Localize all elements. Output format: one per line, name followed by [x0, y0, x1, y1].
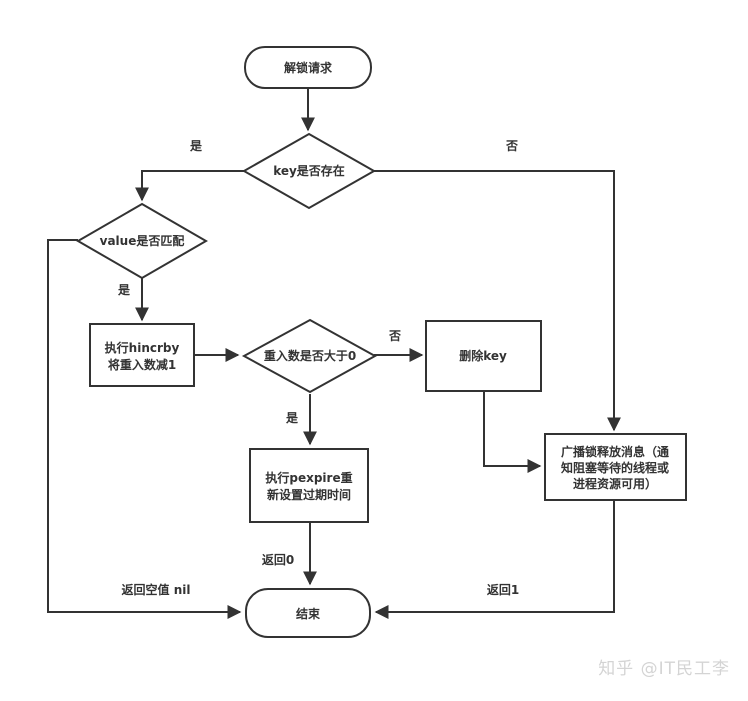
node-pexpire-text-1: 执行pexpire重: [265, 470, 352, 485]
label-key-exists-yes: 是: [189, 139, 203, 153]
edge-key-exists-no: [374, 170, 621, 432]
edge-broadcast-to-end: [374, 500, 615, 619]
node-start: 解锁请求: [244, 46, 372, 89]
node-end-text: 结束: [296, 606, 321, 621]
node-hincrby-text-2: 将重入数减1: [108, 357, 176, 372]
label-pexpire-to-end: 返回0: [262, 552, 294, 567]
node-reentry-gt0-text: 重入数是否大于0: [264, 348, 356, 363]
node-key-exists-text: key是否存在: [273, 163, 345, 178]
node-value-match-text: value是否匹配: [100, 233, 185, 248]
node-broadcast-text-3: 进程资源可用）: [573, 476, 657, 491]
label-reentry-no: 否: [388, 329, 401, 343]
node-pexpire: 执行pexpire重 新设置过期时间: [249, 448, 369, 523]
node-reentry-gt0: 重入数是否大于0: [241, 318, 378, 394]
label-broadcast-to-end: 返回1: [487, 582, 519, 597]
node-broadcast: 广播锁释放消息（通 知阻塞等待的线程或 进程资源可用）: [544, 433, 687, 501]
edges: [47, 88, 621, 619]
node-start-text: 解锁请求: [284, 60, 333, 75]
node-delete-key: 删除key: [425, 320, 542, 392]
node-broadcast-text-1: 广播锁释放消息（通: [561, 444, 669, 459]
edge-labels: 是 否 是 返回空值 nil 否 是 返回0 返回1: [117, 139, 519, 597]
watermark: 知乎 @IT民工李: [598, 659, 730, 679]
node-key-exists: key是否存在: [241, 132, 377, 210]
node-hincrby-text-1: 执行hincrby: [105, 340, 180, 355]
node-pexpire-text-2: 新设置过期时间: [267, 487, 351, 502]
edge-key-exists-yes: [135, 170, 244, 202]
node-hincrby: 执行hincrby 将重入数减1: [89, 323, 195, 387]
node-value-match: value是否匹配: [76, 202, 208, 280]
edge-delete-to-broadcast: [483, 390, 542, 473]
edge-value-match-no: [47, 239, 242, 619]
node-delete-key-text: 删除key: [459, 348, 507, 363]
label-value-match-no: 返回空值 nil: [122, 582, 191, 597]
node-end: 结束: [245, 588, 371, 638]
label-reentry-yes: 是: [285, 411, 299, 425]
label-value-match-yes: 是: [117, 283, 131, 297]
label-key-exists-no: 否: [505, 139, 518, 153]
node-broadcast-text-2: 知阻塞等待的线程或: [560, 460, 669, 475]
